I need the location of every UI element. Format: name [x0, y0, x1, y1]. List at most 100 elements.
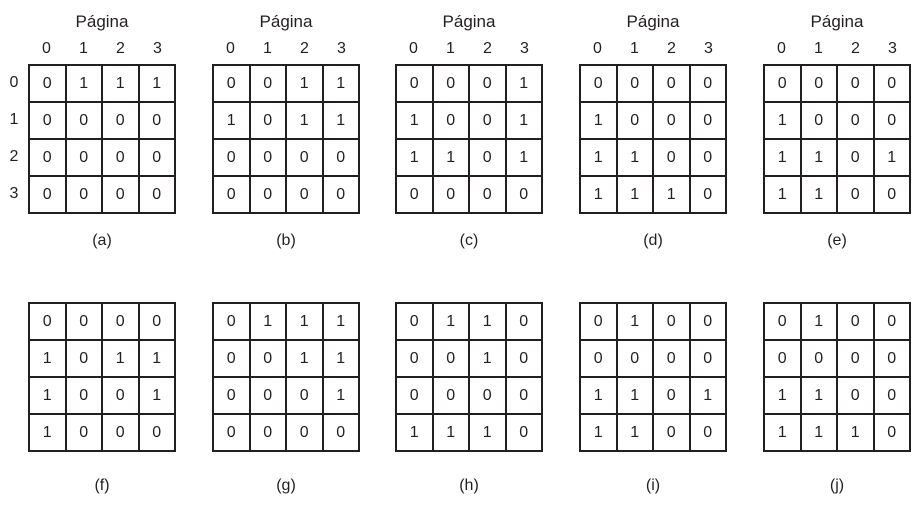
matrix-cell: 0 [652, 64, 691, 103]
matrix-cell: 0 [431, 339, 470, 378]
matrix-cell: 0 [248, 64, 287, 103]
matrix-cell: 0 [688, 138, 727, 177]
matrix-cell: 0 [836, 64, 875, 103]
matrix-cell: 1 [395, 138, 434, 177]
matrix-cell: 0 [431, 64, 470, 103]
matrix-cell: 1 [468, 302, 507, 341]
column-label: 2 [116, 40, 125, 57]
matrix-cell: 1 [395, 101, 434, 140]
matrix-cell: 0 [799, 64, 838, 103]
matrix-cell: 0 [872, 175, 911, 214]
matrix-cell: 1 [579, 101, 618, 140]
matrix-cell: 1 [321, 64, 360, 103]
matrix-cell: 1 [652, 175, 691, 214]
column-label: 2 [667, 40, 676, 57]
matrix-caption: (c) [459, 232, 479, 249]
matrix-cell: 0 [872, 101, 911, 140]
page-header-label: Página [442, 12, 496, 31]
column-label: 0 [226, 40, 235, 57]
matrix-cell: 0 [836, 175, 875, 214]
matrix-cell: 0 [504, 175, 543, 214]
matrix-cell: 1 [101, 64, 140, 103]
matrix-cell: 1 [285, 302, 324, 341]
matrix-cell: 1 [137, 376, 176, 415]
matrix-cell: 1 [285, 64, 324, 103]
matrix-cell: 1 [763, 175, 802, 214]
column-label: 0 [42, 40, 51, 57]
matrix-cell: 0 [652, 376, 691, 415]
matrix-caption: (g) [276, 477, 296, 494]
matrix-cell: 1 [431, 138, 470, 177]
matrix-cell: 1 [285, 339, 324, 378]
matrix-cell: 0 [395, 64, 434, 103]
matrix-cell: 0 [101, 101, 140, 140]
matrix-cell: 0 [137, 175, 176, 214]
matrix-cell: 0 [28, 64, 67, 103]
matrix-cell: 0 [872, 64, 911, 103]
matrix-cell: 0 [872, 339, 911, 378]
matrix-cell: 0 [285, 376, 324, 415]
matrix-cell: 0 [504, 302, 543, 341]
matrix-caption: (a) [92, 232, 112, 249]
matrix-cell: 0 [615, 339, 654, 378]
column-label: 2 [300, 40, 309, 57]
matrix-cell: 0 [395, 175, 434, 214]
matrix-cell: 0 [248, 138, 287, 177]
matrix-cell: 0 [652, 302, 691, 341]
matrix-cell: 1 [799, 376, 838, 415]
matrix-cell: 0 [212, 302, 251, 341]
matrix-cell: 1 [321, 376, 360, 415]
matrix-cell: 0 [212, 175, 251, 214]
matrix-cell: 1 [504, 138, 543, 177]
matrix-cell: 0 [579, 302, 618, 341]
column-label: 1 [79, 40, 88, 57]
matrix-cell: 0 [101, 138, 140, 177]
matrix-cell: 0 [872, 413, 911, 452]
column-label: 1 [814, 40, 823, 57]
column-label: 1 [263, 40, 272, 57]
matrix-cell: 0 [579, 64, 618, 103]
matrix-cell: 1 [504, 101, 543, 140]
matrix-cell: 0 [248, 175, 287, 214]
matrix-cell: 0 [504, 339, 543, 378]
matrix-cell: 0 [101, 376, 140, 415]
matrix-cell: 1 [28, 339, 67, 378]
matrix-cell: 1 [137, 339, 176, 378]
matrix-cell: 0 [285, 138, 324, 177]
matrix-cell: 1 [28, 376, 67, 415]
matrix-cell: 1 [799, 302, 838, 341]
matrix-cell: 0 [688, 101, 727, 140]
matrix-cell: 0 [212, 376, 251, 415]
column-label: 1 [630, 40, 639, 57]
matrix-cell: 1 [615, 302, 654, 341]
matrix-cell: 0 [321, 138, 360, 177]
matrix-cell: 0 [615, 101, 654, 140]
matrix-cell: 1 [579, 175, 618, 214]
matrix-cell: 1 [468, 339, 507, 378]
matrix-cell: 0 [395, 339, 434, 378]
matrix-cell: 0 [64, 138, 103, 177]
matrix-cell: 0 [137, 138, 176, 177]
matrix-cell: 1 [763, 413, 802, 452]
matrix-cell: 0 [652, 413, 691, 452]
